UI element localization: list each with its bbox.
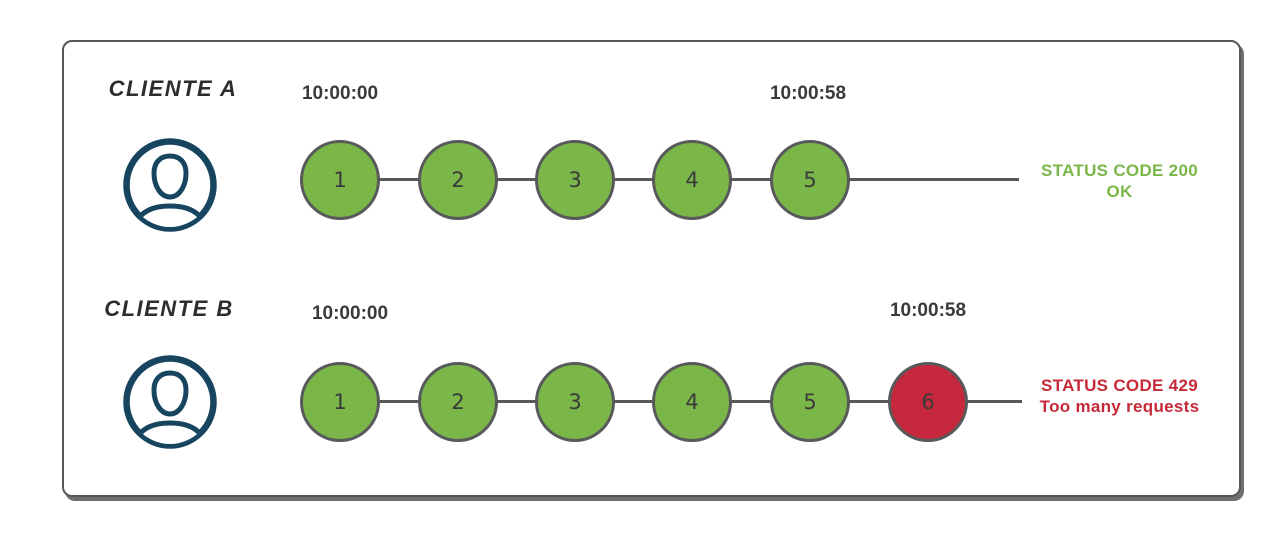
client-b-label: CLIENTE B	[104, 296, 234, 321]
status-code-text: STATUS CODE 200	[1041, 161, 1198, 180]
request-node: 5	[770, 140, 850, 220]
request-number: 4	[685, 390, 699, 414]
request-node: 3	[535, 362, 615, 442]
request-node: 5	[770, 362, 850, 442]
request-number: 6	[921, 390, 935, 414]
user-avatar-icon	[123, 355, 217, 449]
request-node: 2	[418, 362, 498, 442]
request-number: 1	[333, 168, 347, 192]
user-avatar-icon	[123, 138, 217, 232]
request-number: 2	[451, 168, 465, 192]
request-number: 1	[333, 390, 347, 414]
row-b-start-time: 10:00:00	[311, 303, 389, 324]
request-number: 3	[568, 390, 582, 414]
status-code-text: STATUS CODE 429	[1041, 376, 1198, 395]
request-node: 1	[300, 140, 380, 220]
request-node: 4	[652, 362, 732, 442]
row-b-end-time: 10:00:58	[889, 300, 967, 321]
diagram-frame	[62, 40, 1241, 497]
request-node: 3	[535, 140, 615, 220]
row-a-start-time: 10:00:00	[301, 83, 379, 104]
request-node-rate-limited: 6	[888, 362, 968, 442]
request-node: 4	[652, 140, 732, 220]
row-b-status: STATUS CODE 429 Too many requests	[1022, 375, 1217, 417]
request-number: 2	[451, 390, 465, 414]
request-node: 2	[418, 140, 498, 220]
request-number: 5	[803, 390, 817, 414]
request-number: 4	[685, 168, 699, 192]
row-a-end-time: 10:00:58	[769, 83, 847, 104]
row-a-status: STATUS CODE 200 OK	[1022, 160, 1217, 202]
status-message-text: Too many requests	[1039, 397, 1200, 416]
request-node: 1	[300, 362, 380, 442]
request-number: 3	[568, 168, 582, 192]
request-number: 5	[803, 168, 817, 192]
client-a-label: CLIENTE A	[108, 76, 238, 101]
status-message-text: OK	[1106, 182, 1133, 201]
